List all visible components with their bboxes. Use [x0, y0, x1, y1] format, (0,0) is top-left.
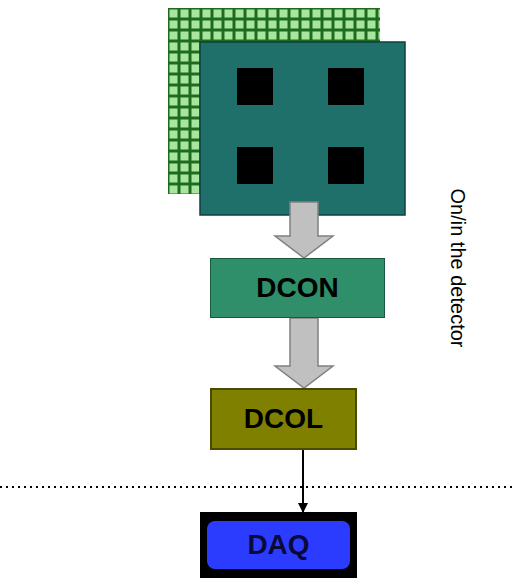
data-arrow: [302, 450, 304, 512]
system-box: DAQ: [200, 512, 357, 578]
readout-pad: [237, 68, 273, 105]
readout-pad: [328, 147, 364, 184]
sensor-chip: [200, 42, 405, 215]
boundary-line: [0, 486, 512, 488]
block-arrow: [275, 202, 333, 258]
inner-panel: DAQ: [207, 521, 350, 569]
process-box: DCOL: [210, 388, 357, 450]
box-label: DCOL: [244, 404, 323, 435]
box-label: DAQ: [247, 530, 309, 561]
block-arrow: [275, 318, 333, 388]
box-label: DCON: [256, 273, 338, 304]
process-box: DCON: [210, 258, 385, 318]
readout-pad: [237, 147, 273, 184]
region-label: On/in the detector: [446, 189, 469, 348]
readout-pad: [328, 68, 364, 105]
